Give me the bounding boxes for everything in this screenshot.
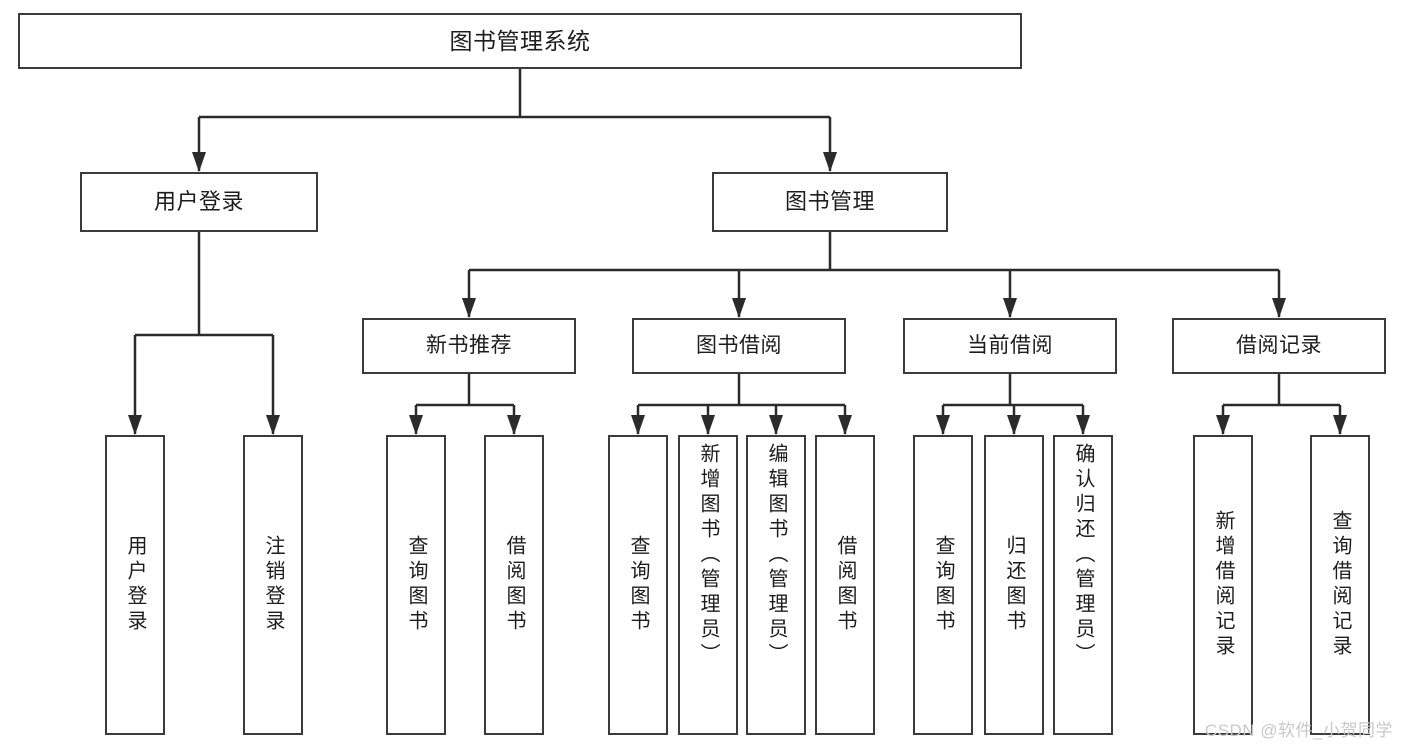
arrowhead-leaf-query-record — [1333, 415, 1347, 435]
arrowhead-current-borrow — [1003, 298, 1017, 318]
node-label-root: 图书管理系统 — [449, 27, 591, 54]
node-label-leaf-add-record: 新增借阅记录 — [1212, 510, 1234, 660]
node-label-leaf-edit-book: 编辑图书（管理员） — [765, 443, 787, 668]
arrowhead-leaf-user-logout — [266, 415, 280, 435]
node-user-login[interactable]: 用户登录 — [80, 172, 318, 232]
arrowhead-leaf-return-book — [1007, 415, 1021, 435]
arrowhead-leaf-add-book — [701, 415, 715, 435]
node-leaf-add-book[interactable]: 新增图书（管理员） — [678, 435, 738, 735]
node-leaf-edit-book[interactable]: 编辑图书（管理员） — [746, 435, 806, 735]
node-label-borrow-record: 借阅记录 — [1236, 333, 1322, 357]
node-label-leaf-borrow-book: 借阅图书 — [834, 535, 856, 635]
node-leaf-user-login[interactable]: 用户登录 — [105, 435, 165, 735]
node-label-leaf-query-book-current: 查询图书 — [932, 535, 954, 635]
node-label-leaf-query-book-borrow: 查询图书 — [627, 535, 649, 635]
node-current-borrow[interactable]: 当前借阅 — [903, 318, 1117, 374]
node-label-leaf-add-book: 新增图书（管理员） — [697, 443, 719, 668]
node-label-book-borrow: 图书借阅 — [696, 333, 782, 357]
arrowhead-leaf-query-book-current — [936, 415, 950, 435]
node-label-leaf-query-record: 查询借阅记录 — [1329, 510, 1351, 660]
arrowhead-user-login — [192, 152, 206, 172]
arrowhead-leaf-confirm-return — [1076, 415, 1090, 435]
node-leaf-query-book-rec[interactable]: 查询图书 — [386, 435, 446, 735]
watermark-label: CSDN @软件_小贺同学 — [1204, 721, 1393, 740]
node-leaf-query-record[interactable]: 查询借阅记录 — [1310, 435, 1370, 735]
node-label-book-manage: 图书管理 — [784, 189, 875, 215]
node-leaf-borrow-book-rec[interactable]: 借阅图书 — [484, 435, 544, 735]
node-borrow-record[interactable]: 借阅记录 — [1172, 318, 1386, 374]
node-label-leaf-user-logout: 注销登录 — [262, 535, 284, 635]
node-leaf-user-logout[interactable]: 注销登录 — [243, 435, 303, 735]
node-leaf-confirm-return[interactable]: 确认归还（管理员） — [1053, 435, 1113, 735]
node-label-current-borrow: 当前借阅 — [967, 333, 1053, 357]
node-label-user-login: 用户登录 — [153, 189, 244, 215]
node-label-leaf-confirm-return: 确认归还（管理员） — [1072, 443, 1094, 668]
node-book-manage[interactable]: 图书管理 — [712, 172, 948, 232]
arrowhead-book-borrow — [732, 298, 746, 318]
node-root[interactable]: 图书管理系统 — [18, 13, 1022, 69]
arrowhead-leaf-borrow-book — [838, 415, 852, 435]
arrowhead-leaf-add-record — [1216, 415, 1230, 435]
node-leaf-borrow-book[interactable]: 借阅图书 — [815, 435, 875, 735]
arrowhead-leaf-query-book-borrow — [631, 415, 645, 435]
arrowhead-new-book-rec — [462, 298, 476, 318]
arrowhead-borrow-record — [1272, 298, 1286, 318]
node-label-leaf-query-book-rec: 查询图书 — [405, 535, 427, 635]
arrowhead-leaf-edit-book — [769, 415, 783, 435]
arrowhead-leaf-query-book-rec — [409, 415, 423, 435]
node-leaf-add-record[interactable]: 新增借阅记录 — [1193, 435, 1253, 735]
node-label-leaf-return-book: 归还图书 — [1003, 535, 1025, 635]
arrowhead-leaf-user-login — [128, 415, 142, 435]
node-leaf-return-book[interactable]: 归还图书 — [984, 435, 1044, 735]
node-leaf-query-book-borrow[interactable]: 查询图书 — [608, 435, 668, 735]
arrowhead-leaf-borrow-book-rec — [507, 415, 521, 435]
arrowhead-book-manage — [823, 152, 837, 172]
node-leaf-query-book-current[interactable]: 查询图书 — [913, 435, 973, 735]
node-new-book-rec[interactable]: 新书推荐 — [362, 318, 576, 374]
node-label-leaf-borrow-book-rec: 借阅图书 — [503, 535, 525, 635]
node-label-new-book-rec: 新书推荐 — [426, 333, 512, 357]
node-book-borrow[interactable]: 图书借阅 — [632, 318, 846, 374]
node-label-leaf-user-login: 用户登录 — [124, 535, 146, 635]
